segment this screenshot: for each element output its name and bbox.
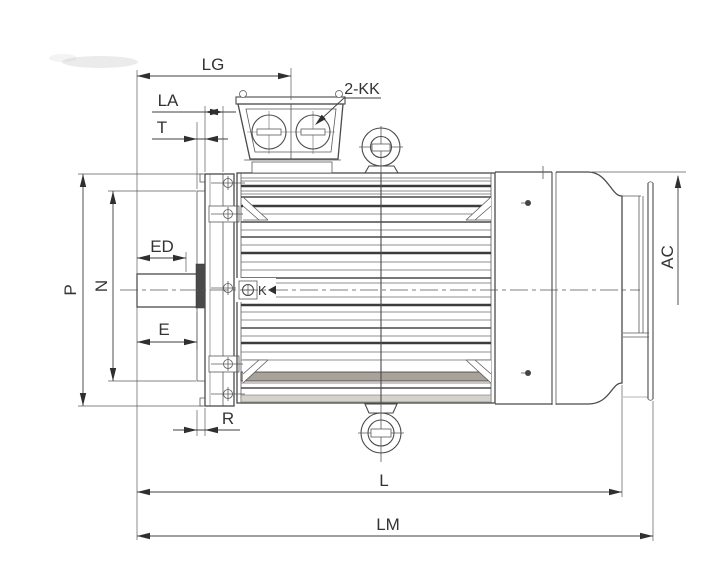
dimensions: LG LA T 2-KK ED	[61, 55, 686, 541]
dim-label-lg: LG	[202, 55, 225, 74]
dim-label-ac: AC	[658, 245, 677, 269]
dim-label-l: L	[379, 471, 388, 490]
cable-gland-hole	[291, 111, 335, 154]
dim-label-2kk: 2-KK	[344, 81, 380, 98]
dim-p: P	[61, 173, 203, 407]
dim-lg: LG	[137, 55, 292, 100]
cover-screw	[521, 200, 531, 206]
dim-label-p: P	[61, 284, 80, 295]
gusset-bottom-left	[242, 359, 269, 384]
fin-band-dark	[240, 371, 492, 382]
dim-label-t: T	[157, 118, 167, 137]
gusset-top-right	[465, 196, 492, 221]
fan-cover-end-cap	[647, 181, 654, 401]
dim-n: N	[92, 190, 196, 382]
gusset-bottom-right	[465, 359, 492, 384]
dim-t: T	[152, 118, 228, 189]
flange-bolt	[211, 357, 245, 371]
dim-ed: ED	[137, 237, 187, 272]
dim-label-e: E	[158, 320, 169, 339]
dim-ac: AC	[592, 171, 686, 305]
fan-cover	[556, 171, 654, 405]
terminal-box	[235, 90, 346, 174]
dim-e: E	[137, 312, 198, 350]
cover-screw	[521, 370, 531, 376]
mounting-flange	[199, 173, 245, 407]
k-mark-label: K	[258, 283, 267, 298]
shaft	[136, 190, 206, 382]
dim-label-la: LA	[158, 91, 179, 110]
lifting-eyebolt-bottom	[358, 403, 404, 454]
motor-body	[236, 172, 496, 404]
callout-2kk: 2-KK	[315, 81, 381, 125]
dim-label-r: R	[222, 409, 234, 428]
flange-bolt	[211, 176, 245, 190]
dim-lm: LM	[137, 401, 654, 541]
scan-smudge-2	[49, 54, 77, 62]
scan-smudge	[62, 56, 138, 68]
triangle-left-icon	[268, 285, 276, 295]
shaft-shoulder	[195, 263, 206, 309]
end-shield	[495, 166, 557, 405]
flange-bolt	[211, 387, 245, 401]
leader-arrow-icon	[315, 114, 326, 125]
dim-r: R	[173, 408, 240, 436]
lifting-eyebolt-top	[359, 127, 403, 174]
cable-gland-hole	[247, 111, 291, 154]
fin-band-light	[240, 394, 492, 403]
k-datum-mark: K	[238, 280, 276, 300]
lid-bolt	[239, 90, 247, 98]
lid-bolt	[335, 90, 343, 98]
dim-l: L	[137, 385, 623, 497]
dim-label-lm: LM	[376, 515, 400, 534]
gusset-top-left	[242, 196, 269, 221]
dim-label-n: N	[92, 280, 111, 292]
flange-bolt	[211, 207, 245, 221]
dim-label-ed: ED	[150, 237, 174, 256]
